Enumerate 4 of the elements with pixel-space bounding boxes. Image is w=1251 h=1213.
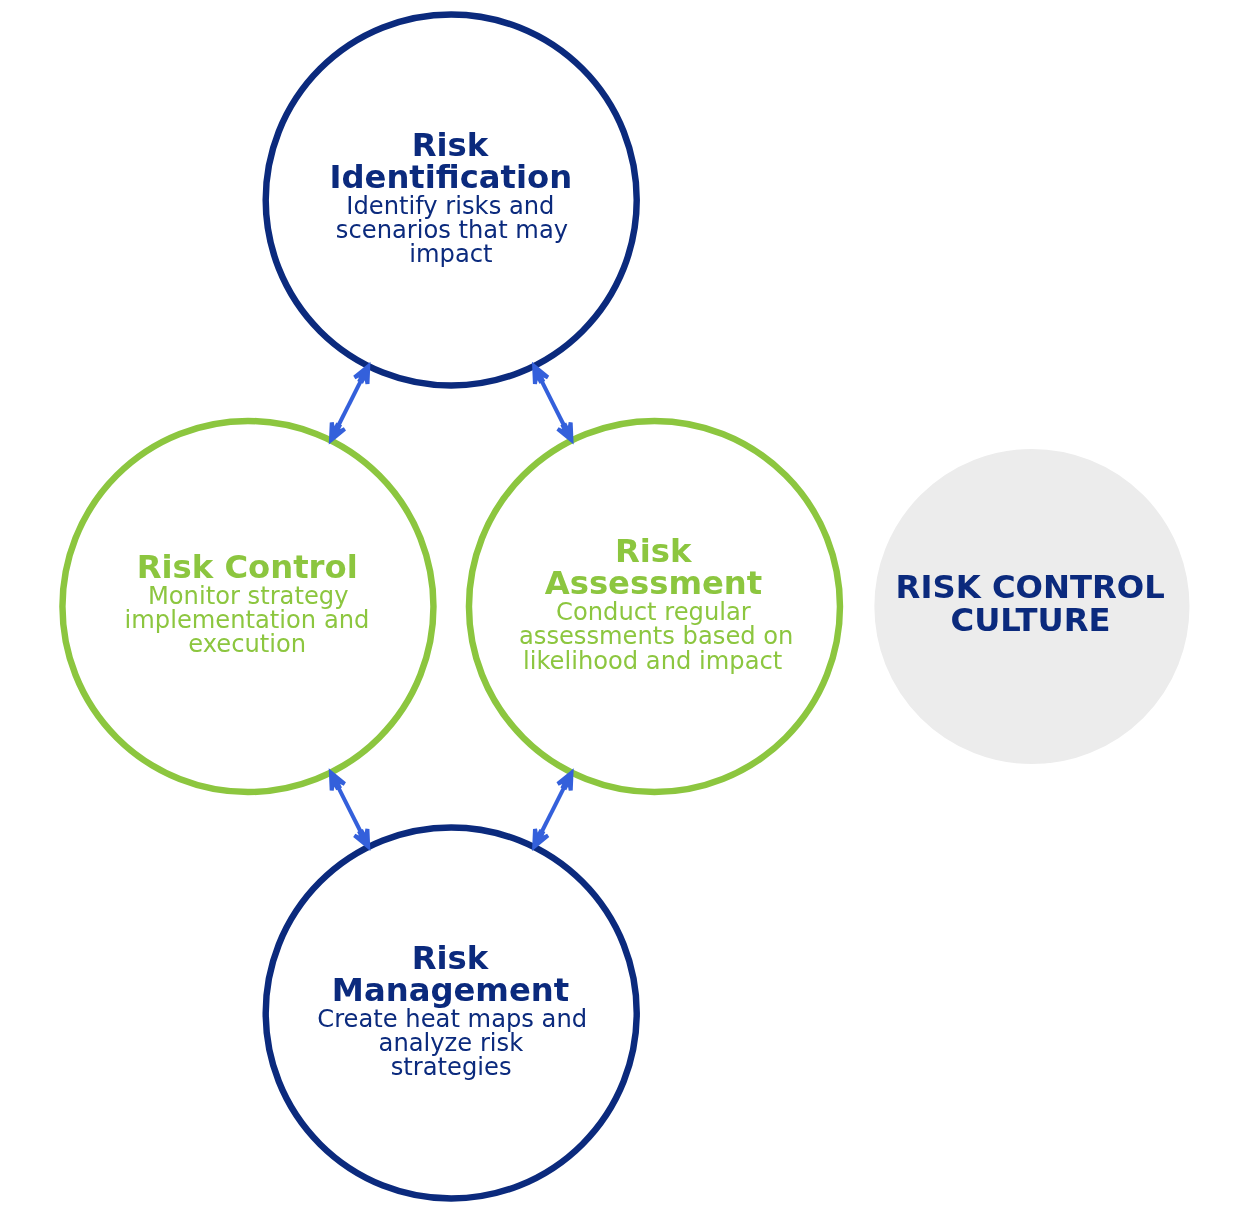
arrow [328,364,371,443]
arrow [532,364,574,443]
arrow [532,770,574,849]
arrow [328,770,371,849]
